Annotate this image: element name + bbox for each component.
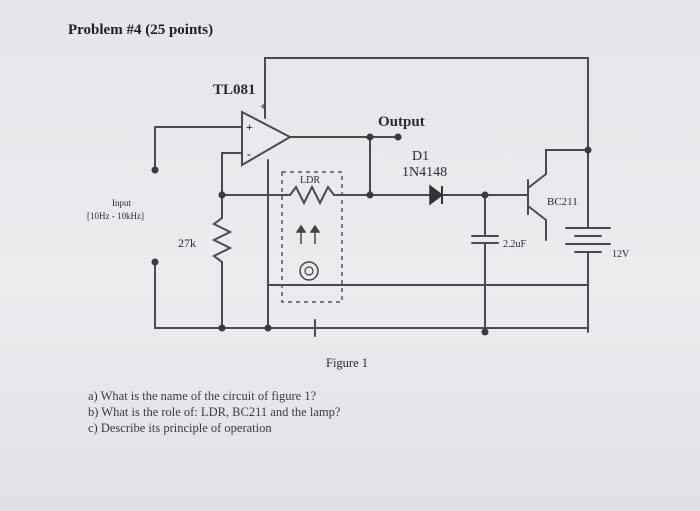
opamp-symbol bbox=[241, 110, 293, 167]
transistor-label: BC211 bbox=[547, 196, 578, 208]
opamp-plus: + bbox=[246, 120, 253, 134]
diode-part: 1N4148 bbox=[402, 165, 447, 180]
minus-wire bbox=[221, 152, 243, 196]
resistor-label: 27k bbox=[178, 236, 196, 250]
lamp-icon bbox=[299, 261, 319, 281]
resistor-27k bbox=[211, 194, 233, 329]
light-arrows bbox=[295, 224, 321, 244]
question-list: a) What is the name of the circuit of fi… bbox=[88, 388, 340, 436]
input-label: Input bbox=[112, 198, 131, 208]
transistor-collector bbox=[527, 173, 547, 189]
top-wire bbox=[264, 57, 589, 151]
collector-wire bbox=[545, 149, 589, 175]
diode-symbol bbox=[429, 184, 444, 206]
capacitor-label: 2.2uF bbox=[503, 239, 527, 250]
figure-caption: Figure 1 bbox=[326, 356, 368, 370]
diode-name: D1 bbox=[412, 149, 429, 164]
ldr-box bbox=[281, 171, 343, 303]
output-label: Output bbox=[378, 114, 425, 130]
junctions bbox=[151, 133, 592, 336]
ldr-label: LDR bbox=[300, 175, 320, 186]
opamp-label: TL081 bbox=[213, 82, 256, 98]
question-a: a) What is the name of the circuit of fi… bbox=[88, 389, 317, 403]
question-c: c) Describe its principle of operation bbox=[88, 421, 272, 435]
supply-plus: + bbox=[260, 101, 266, 113]
opamp-minus: - bbox=[247, 147, 251, 161]
problem-title: Problem #4 (25 points) bbox=[68, 22, 214, 38]
question-b: b) What is the role of: LDR, BC211 and t… bbox=[88, 405, 341, 419]
supply-label: 12V bbox=[612, 249, 630, 260]
transistor-emitter bbox=[527, 205, 547, 221]
ldr-symbol bbox=[289, 184, 341, 206]
ground-rail bbox=[154, 261, 589, 329]
input-range: [10Hz - 10kHz] bbox=[87, 211, 144, 221]
